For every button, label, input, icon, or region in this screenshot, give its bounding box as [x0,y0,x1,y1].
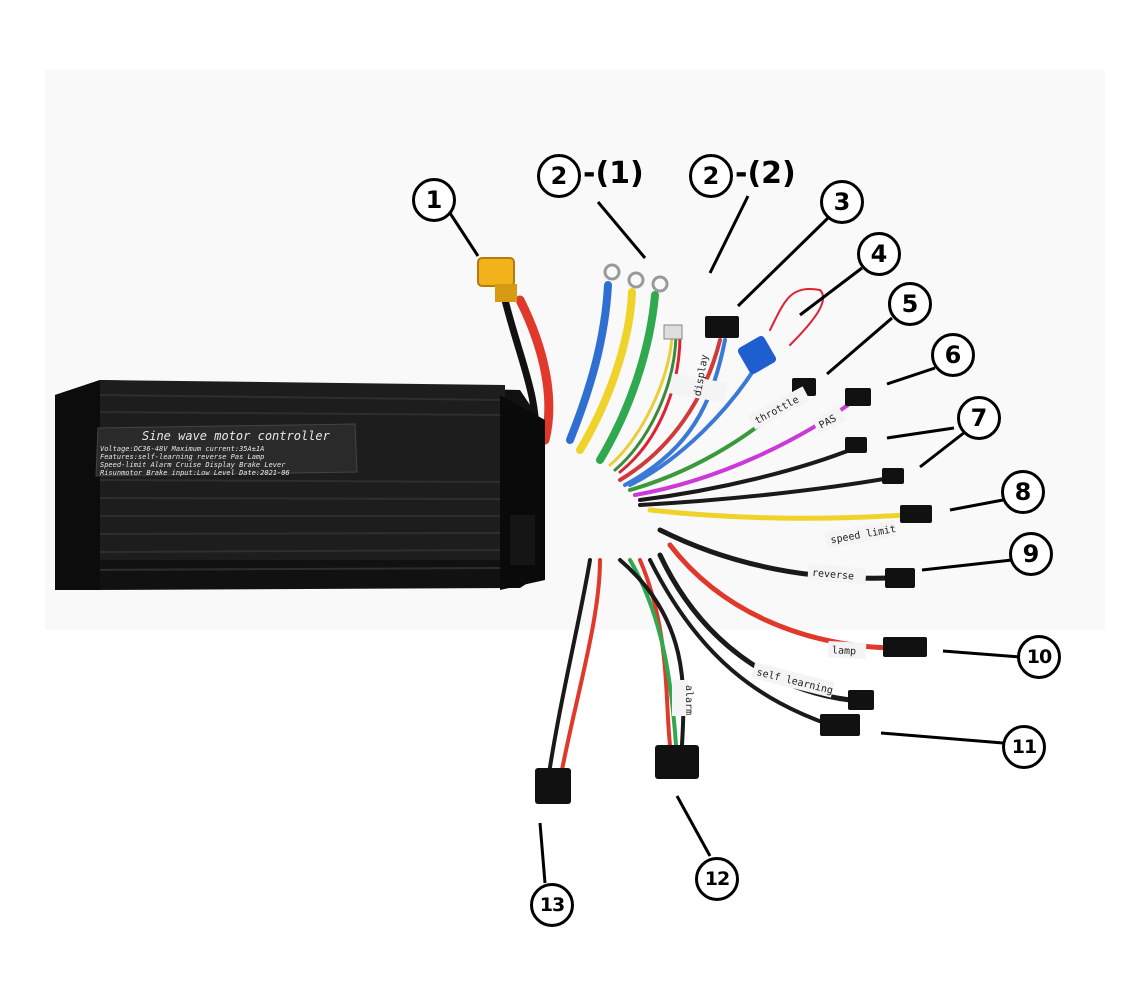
wire-tag-pas: PAS [812,405,846,435]
pas-connector [845,388,871,406]
tag-reverse-text: reverse [811,568,854,583]
brake-connector-a [845,437,867,453]
display-connector [705,316,739,338]
wire-tag-lamp: lamp [827,641,867,659]
self-learning-connector-a [848,690,874,710]
callout-6: 6 [931,333,975,377]
callout-2-2-suffix: -(2) [735,156,796,191]
callout-10: 10 [1017,635,1061,679]
wire-tag-alarm: alarm [672,680,694,716]
reverse-connector [885,568,915,588]
callout-12: 12 [695,857,739,901]
ring-terminals [603,263,669,293]
hall-connector [663,324,683,340]
callout-2-1: 2 [537,154,581,198]
plate-line1: Voltage:DC36-48V Maximum current:35A±1A [100,445,264,453]
leader-lines [446,195,1021,884]
plate-line4: Risunmotor Brake input:Low Level Date:20… [100,469,290,477]
plate-title: Sine wave motor controller [142,429,331,443]
plate-line2: Features:self-learning reverse Pas Lamp [100,453,264,461]
ebrake-connector [737,335,777,375]
callout-5: 5 [888,282,932,326]
plate-line3: Speed-limit Alarm Cruise Display Brake L… [100,461,286,469]
callout-9: 9 [1009,532,1053,576]
callout-7: 7 [957,396,1001,440]
speed-limit-connector [900,505,932,523]
callout-11: 11 [1002,725,1046,769]
callout-2-1-suffix: -(1) [583,156,644,191]
wire-tag-display: display [668,354,728,403]
connector-13 [535,768,571,804]
xt60-connector [477,257,517,302]
callout-4: 4 [857,232,901,276]
callout-2-2: 2 [689,154,733,198]
nameplate: Sine wave motor controller Voltage:DC36-… [95,423,358,477]
lamp-connector [883,637,927,657]
controller-housing [55,380,545,590]
brake-connector-b [882,468,904,484]
callout-3: 3 [820,180,864,224]
alarm-connector [655,745,699,779]
tag-lamp-text: lamp [832,645,857,657]
self-learning-connector-b [820,714,860,736]
wire-tag-reverse: reverse [807,563,867,585]
callout-1: 1 [412,178,456,222]
wire-bundle [501,281,908,782]
callout-8: 8 [1001,470,1045,514]
callout-13: 13 [530,883,574,927]
tag-alarm-text: alarm [683,685,694,715]
